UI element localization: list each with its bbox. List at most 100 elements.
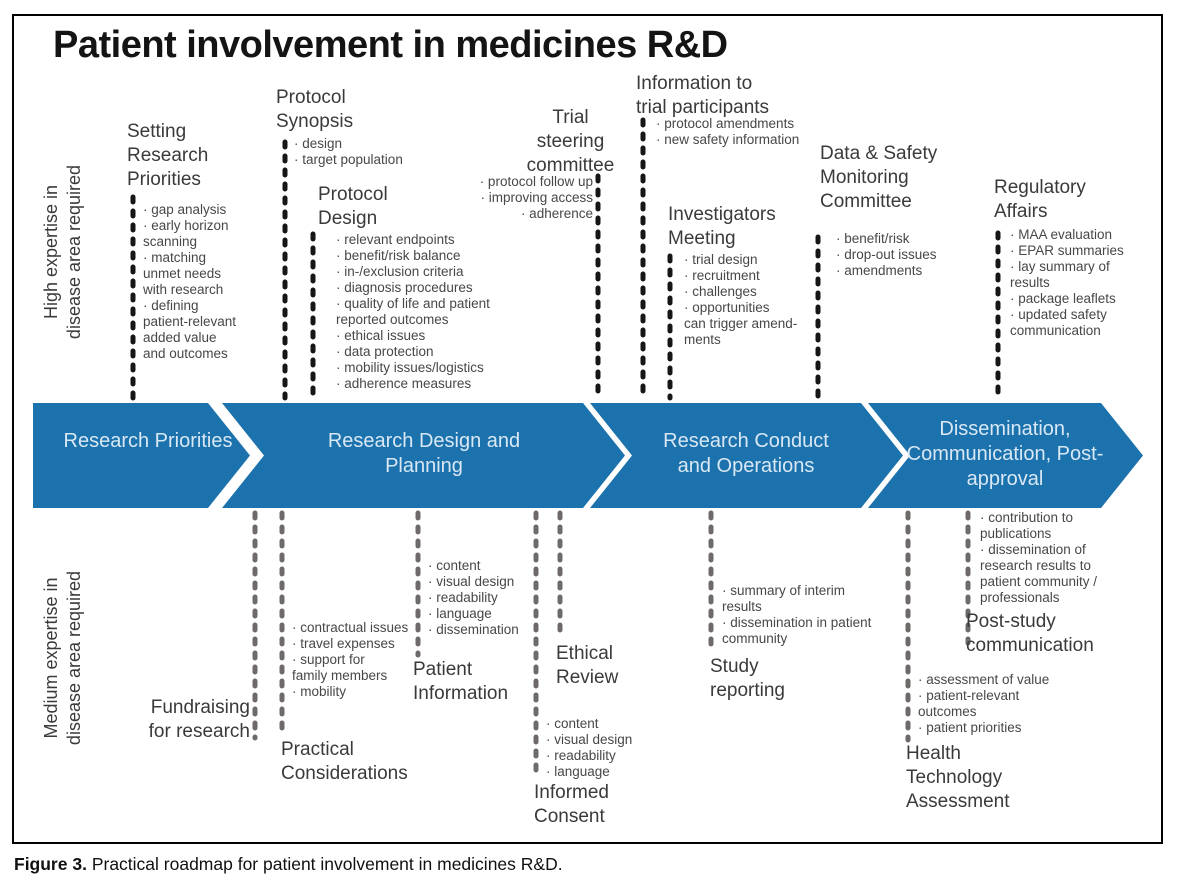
bullet-item: · design <box>294 136 343 151</box>
bullet-item: · dissemination of research results to p… <box>980 542 1098 605</box>
bullet-item: · data protection <box>336 344 434 359</box>
process-arrow-band <box>33 403 1143 508</box>
annotation-items-trial-steering: · protocol follow up· improving access· … <box>448 174 593 222</box>
bullet-item: · mobility issues/logistics <box>336 360 484 375</box>
annotation-items-study-reporting: · summary of interim results· disseminat… <box>722 583 902 647</box>
annotation-ethical-review: Ethical Review <box>556 643 619 688</box>
annotation-items-post-study-communication: · contribution to publications· dissemin… <box>980 510 1145 606</box>
stage-arrow-research-priorities <box>33 403 250 508</box>
figure-caption: Figure 3. Practical roadmap for patient … <box>14 854 563 875</box>
bullet-item: · visual design <box>428 574 515 589</box>
stage-label-conduct-operations: Research Conduct and Operations <box>663 430 829 477</box>
bullet-item: · patient priorities <box>918 720 1022 735</box>
annotation-items-patient-information: · content· visual design· readability· l… <box>428 558 568 638</box>
annotation-items-information-participants: · protocol amendments· new safety inform… <box>656 116 846 148</box>
annotation-trial-steering-committee: Trial steering committee <box>526 107 615 176</box>
bullet-item: · language <box>428 606 492 621</box>
annotation-items-informed-consent: · content· visual design· readability· l… <box>546 716 686 780</box>
bullet-item: · readability <box>546 748 616 763</box>
annotation-practical-considerations: Practical Considerations <box>281 739 408 784</box>
annotation-health-technology-assessment: Health Technology Assessment <box>906 743 1010 812</box>
bullet-item: · amendments <box>836 263 923 278</box>
stage-arrow-design-planning <box>222 403 625 508</box>
annotation-study-reporting: Study reporting <box>710 656 785 701</box>
bullet-item: · summary of interim results <box>722 583 846 614</box>
annotation-patient-information: Patient Information <box>413 659 509 704</box>
bullet-item: · dissemination <box>428 622 519 637</box>
bullet-item: · content <box>546 716 599 731</box>
bullet-item: · adherence measures <box>336 376 472 391</box>
bullet-item: · benefit/risk balance <box>336 248 461 263</box>
bullet-item: · updated safety communication <box>1010 307 1107 338</box>
bullet-item: · opportunities can trigger amend- ments <box>684 300 798 347</box>
bullet-item: · readability <box>428 590 498 605</box>
annotation-items-practical-considerations: · contractual issues· travel expenses· s… <box>292 620 452 700</box>
bullet-item: · challenges <box>684 284 757 299</box>
bullet-item: · matching unmet needs with research <box>143 250 224 297</box>
annotation-fundraising-for-research: Fundraising for research <box>148 697 250 742</box>
bullet-item: · lay summary of results <box>1010 259 1110 290</box>
bullet-item: · language <box>546 764 610 779</box>
annotation-investigators-meeting: Investigators Meeting <box>668 204 776 249</box>
bullet-item: · package leaflets <box>1010 291 1116 306</box>
bullet-item: · travel expenses <box>292 636 395 651</box>
annotation-items-health-technology-assessment: · assessment of value· patient-relevant … <box>918 672 1083 736</box>
annotation-setting-research-priorities: Setting Research Priorities <box>127 120 267 192</box>
bullet-item: · quality of life and patient reported o… <box>336 296 490 327</box>
bullet-item: · target population <box>294 152 403 167</box>
bullet-item: · ethical issues <box>336 328 426 343</box>
annotation-informed-consent: Informed Consent <box>534 782 609 827</box>
bullet-item: · protocol follow up <box>479 174 593 189</box>
bullet-item: · mobility <box>292 684 347 699</box>
axis-label-high-expertise: High expertise in disease area required <box>41 164 84 340</box>
annotation-information-to-trial-participants: Information to trial participants <box>636 73 770 118</box>
annotation-items-investigators-meeting: · trial design· recruitment· challenges·… <box>684 252 844 348</box>
stage-arrow-conduct-operations <box>590 403 903 508</box>
annotation-items-data-safety: · benefit/risk· drop-out issues· amendme… <box>836 231 986 279</box>
bullet-item: · assessment of value <box>918 672 1050 687</box>
annotation-post-study-communication: Post-study communication <box>966 611 1094 656</box>
figure-caption-text: Practical roadmap for patient involvemen… <box>91 854 563 874</box>
bullet-item: · gap analysis <box>143 202 227 217</box>
bullet-item: · adherence <box>520 206 593 221</box>
bullet-item: · benefit/risk <box>836 231 910 246</box>
bullet-item: · contractual issues <box>292 620 409 635</box>
bullet-item: · new safety information <box>656 132 800 147</box>
annotation-data-safety-monitoring-committee: Data & Safety Monitoring Committee <box>820 143 938 212</box>
stage-label-research-priorities: Research Priorities <box>63 430 233 452</box>
annotation-protocol-design: Protocol Design <box>318 183 438 231</box>
figure-caption-label: Figure 3. <box>14 854 87 874</box>
bullet-item: · in-/exclusion criteria <box>336 264 464 279</box>
annotation-heading: Protocol Design <box>318 184 388 229</box>
bullet-item: · recruitment <box>684 268 760 283</box>
annotation-heading: Protocol Synopsis <box>276 87 354 132</box>
bullet-item: · trial design <box>684 252 758 267</box>
stage-label-dissemination: Dissemination, Communication, Post-appro… <box>906 418 1104 490</box>
bullet-item: · dissemination in patient community <box>722 615 872 646</box>
stage-label-design-planning: Research Design and Planning <box>327 430 521 477</box>
bullet-item: · patient-relevant outcomes <box>918 688 1020 719</box>
bullet-item: · visual design <box>546 732 633 747</box>
annotation-items-protocol-synopsis: · design· target population <box>294 136 454 168</box>
bullet-item: · MAA evaluation <box>1010 227 1113 242</box>
bullet-item: · improving access <box>480 190 593 205</box>
annotation-regulatory-affairs: Regulatory Affairs <box>994 177 1086 222</box>
bullet-item: · EPAR summaries <box>1010 243 1124 258</box>
annotation-protocol-synopsis: Protocol Synopsis <box>276 86 406 134</box>
bullet-item: · defining patient-relevant added value … <box>143 298 237 361</box>
stage-arrow-dissemination <box>868 403 1143 508</box>
bullet-item: · protocol amendments <box>656 116 795 131</box>
annotation-items-regulatory-affairs: · MAA evaluation· EPAR summaries· lay su… <box>1010 227 1160 339</box>
bullet-item: · drop-out issues <box>836 247 937 262</box>
annotation-heading: Setting Research Priorities <box>127 121 209 190</box>
bullet-item: · support for family members <box>292 652 388 683</box>
diagram-title: Patient involvement in medicines R&D <box>53 24 728 66</box>
figure-border <box>12 14 1163 844</box>
bullet-item: · diagnosis procedures <box>336 280 473 295</box>
bullet-item: · early horizon scanning <box>143 218 229 249</box>
bullet-item: · contribution to publications <box>980 510 1074 541</box>
annotation-items-protocol-design: · relevant endpoints· benefit/risk balan… <box>336 232 546 392</box>
axis-label-medium-expertise: Medium expertise in disease area require… <box>41 570 84 746</box>
bullet-item: · content <box>428 558 481 573</box>
